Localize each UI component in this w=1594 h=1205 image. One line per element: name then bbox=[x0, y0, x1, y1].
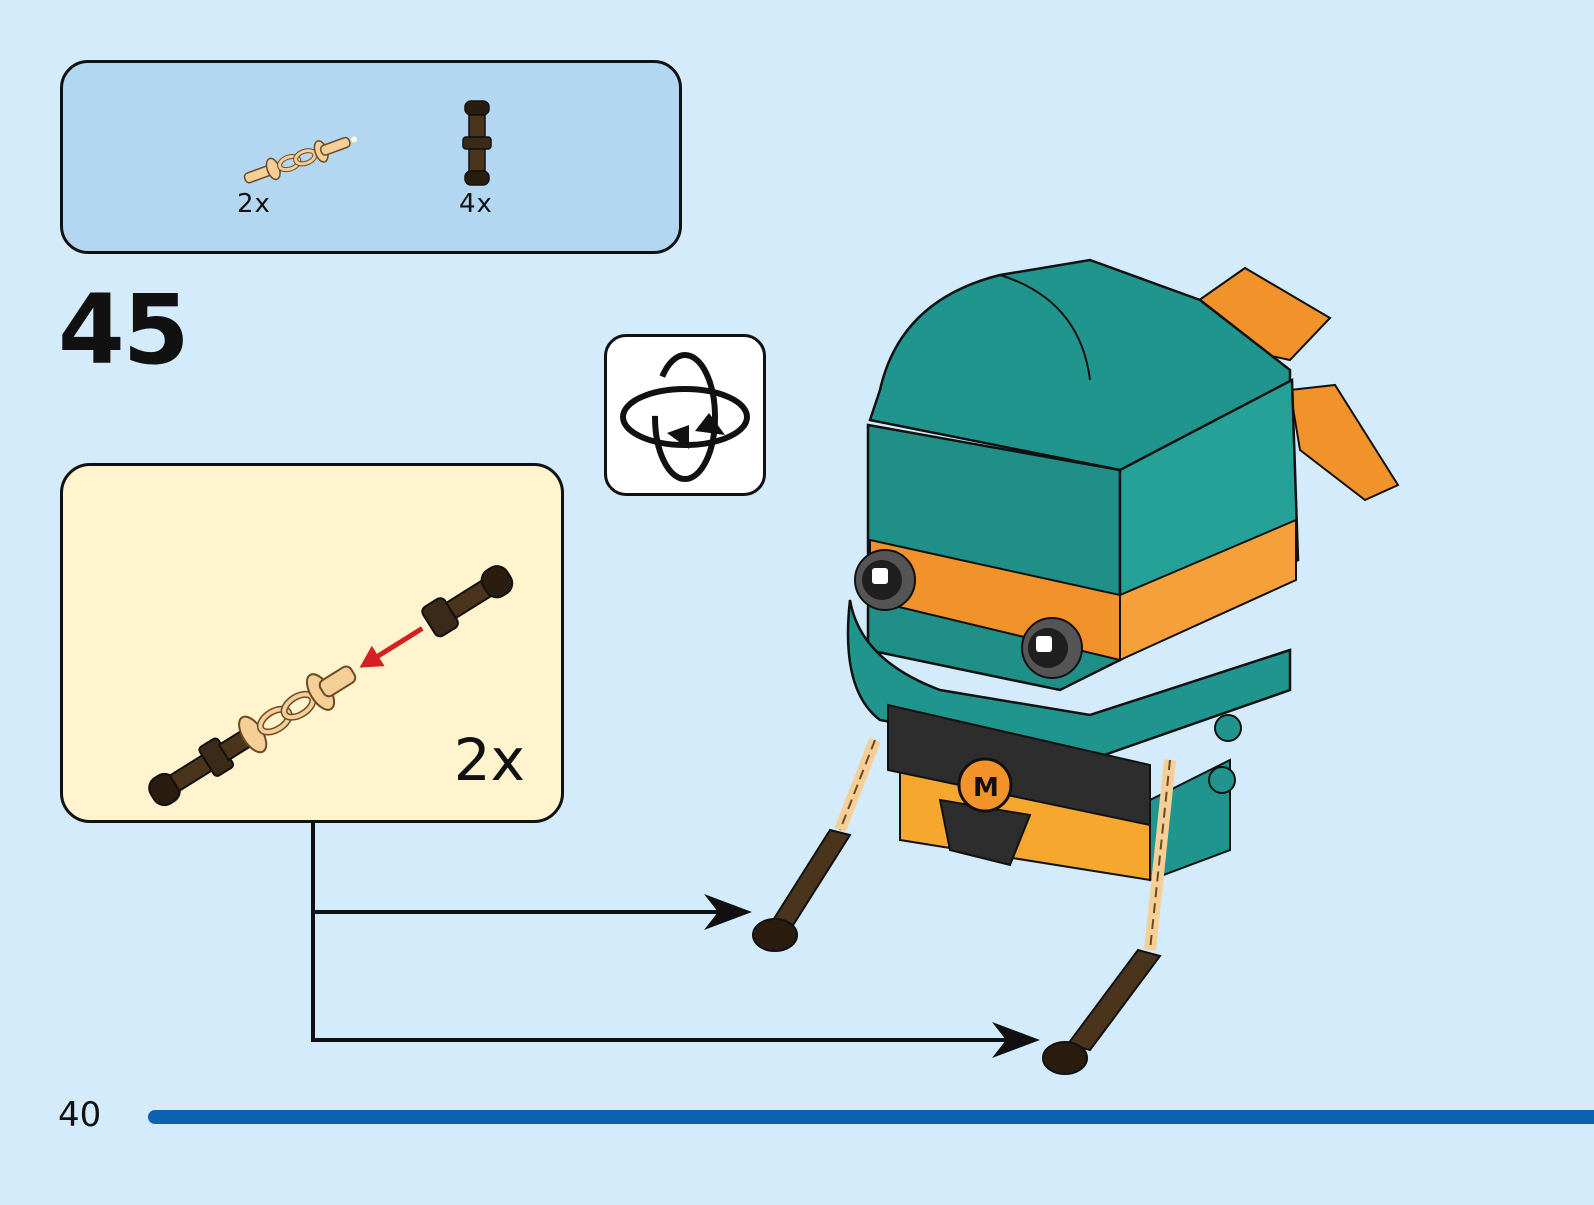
svg-text:M: M bbox=[973, 773, 999, 803]
page-bar bbox=[148, 1110, 1594, 1124]
page-number: 40 bbox=[58, 1095, 101, 1135]
